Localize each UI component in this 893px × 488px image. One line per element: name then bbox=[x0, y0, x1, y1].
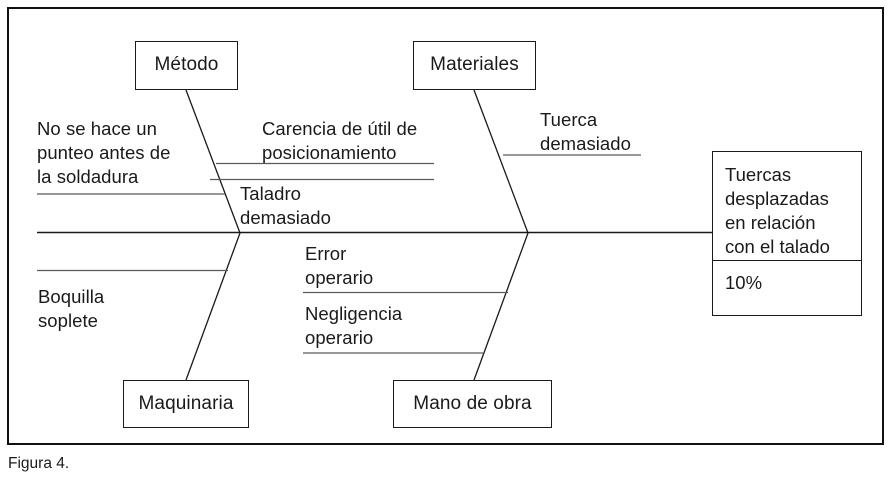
cause-label-carencia-util: Carencia de útil de posicionamiento bbox=[262, 118, 418, 164]
category-label-metodo: Método bbox=[154, 54, 219, 76]
category-box-mano-de-obra[interactable]: Mano de obra bbox=[393, 380, 552, 428]
effect-title: Tuercas desplazadas en relación con el t… bbox=[713, 152, 861, 261]
cause-label-error-operario: Error operario bbox=[305, 243, 374, 289]
category-label-maquinaria: Maquinaria bbox=[138, 392, 234, 414]
cause-label-boquilla: Boquilla soplete bbox=[38, 286, 105, 332]
cause-label-taladro: Taladro demasiado bbox=[240, 183, 331, 229]
category-box-metodo[interactable]: Método bbox=[135, 41, 238, 90]
cause-label-negligencia-operario: Negligencia operario bbox=[305, 303, 403, 349]
category-box-materiales[interactable]: Materiales bbox=[413, 41, 536, 90]
category-box-maquinaria[interactable]: Maquinaria bbox=[123, 380, 249, 428]
category-label-materiales: Materiales bbox=[430, 54, 519, 76]
figure-caption: Figura 4. bbox=[8, 455, 70, 472]
cause-label-tuerca: Tuerca demasiado bbox=[540, 109, 631, 155]
category-label-mano-de-obra: Mano de obra bbox=[413, 392, 532, 414]
effect-value: 10% bbox=[725, 272, 763, 293]
effect-box[interactable]: Tuercas desplazadas en relación con el t… bbox=[712, 151, 862, 316]
cause-label-no-punteo: No se hace un punteo antes de la soldadu… bbox=[37, 118, 171, 188]
